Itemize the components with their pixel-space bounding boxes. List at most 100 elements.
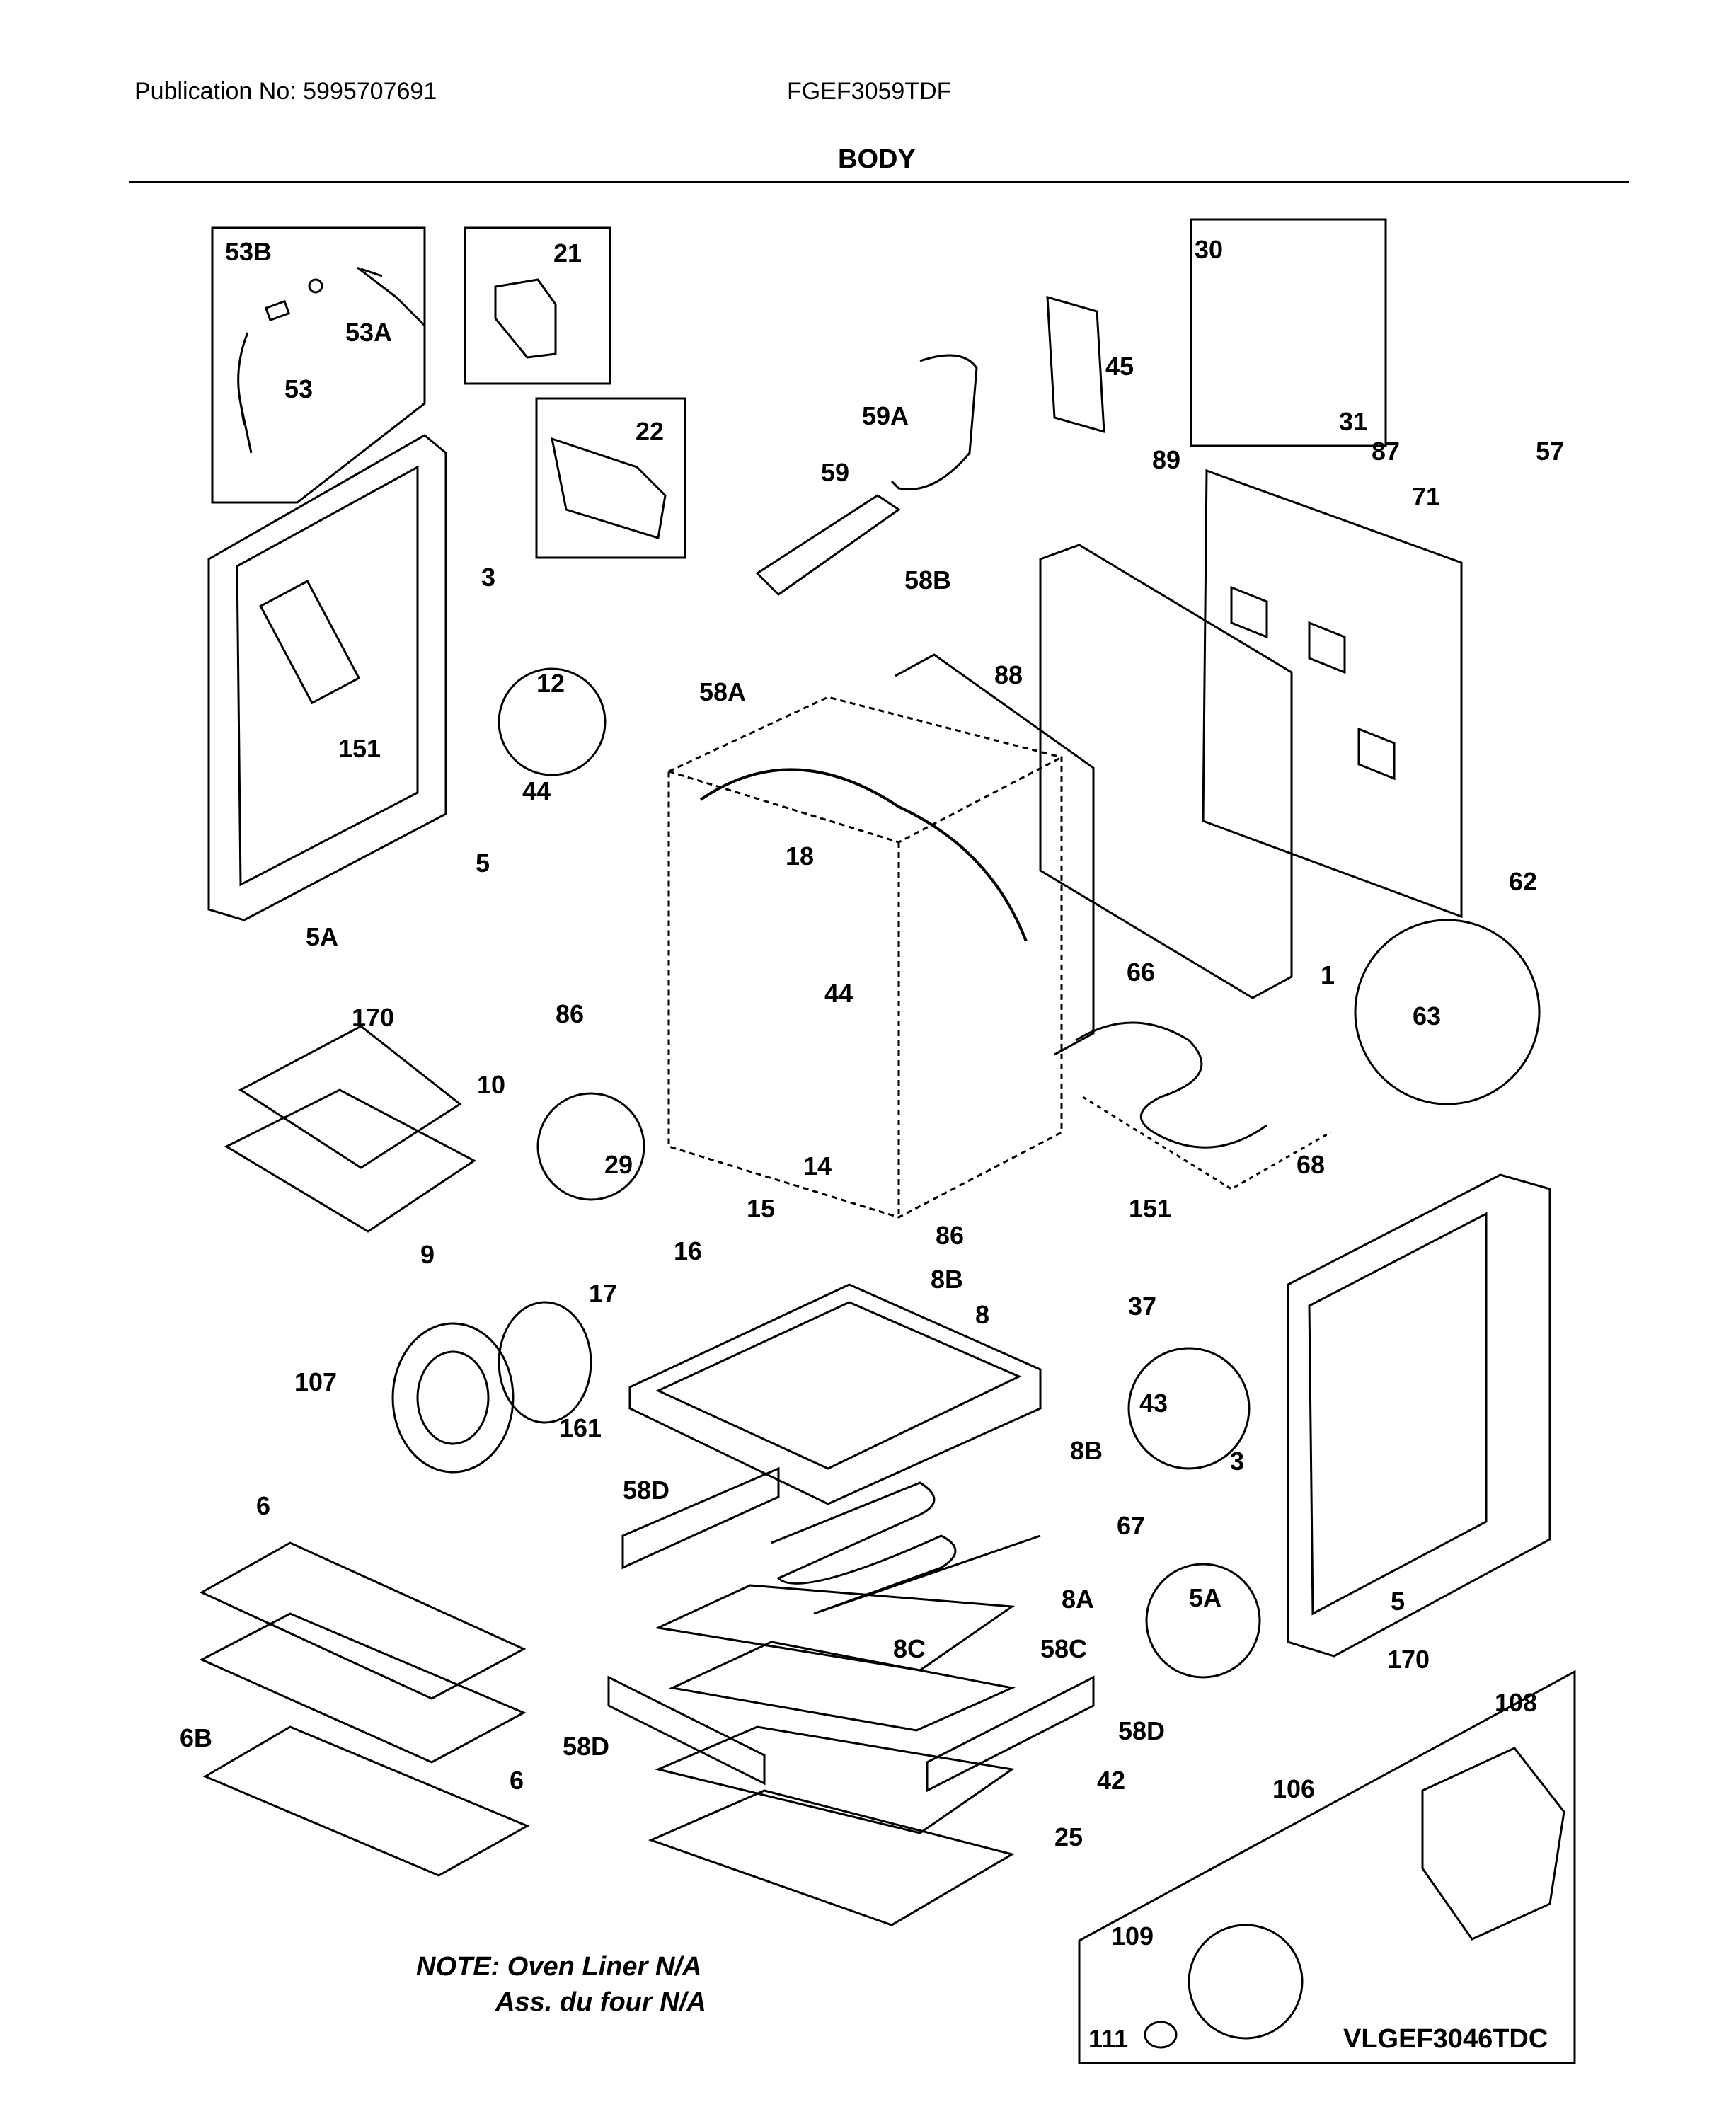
part-label-5A: 5A bbox=[1189, 1583, 1221, 1612]
part-label-86: 86 bbox=[936, 1221, 964, 1250]
part-label-89: 89 bbox=[1152, 445, 1180, 474]
part-label-42: 42 bbox=[1097, 1766, 1125, 1795]
part-label-16: 16 bbox=[674, 1236, 702, 1265]
broil-pan-grid bbox=[238, 1025, 462, 1169]
part-label-37: 37 bbox=[1128, 1292, 1156, 1321]
oven-rack-6B bbox=[202, 1725, 530, 1877]
part-label-53: 53 bbox=[284, 374, 313, 403]
bake-element bbox=[771, 1481, 1041, 1615]
part-label-58D: 58D bbox=[563, 1732, 609, 1761]
part-label-8B: 8B bbox=[931, 1265, 963, 1294]
part-label-170: 170 bbox=[1387, 1645, 1430, 1674]
part-label-44: 44 bbox=[824, 979, 853, 1008]
part-label-5: 5 bbox=[1391, 1587, 1405, 1616]
part-label-109: 109 bbox=[1111, 1921, 1154, 1951]
part-label-22: 22 bbox=[636, 417, 664, 446]
part-label-151: 151 bbox=[338, 734, 381, 763]
part-label-6: 6 bbox=[510, 1766, 524, 1795]
inset-box-53 bbox=[211, 226, 426, 504]
part-label-3: 3 bbox=[481, 563, 495, 592]
part-label-58C: 58C bbox=[1040, 1634, 1087, 1663]
fan-motor bbox=[1421, 1747, 1565, 1941]
part-label-43: 43 bbox=[1139, 1389, 1168, 1418]
oven-bottom bbox=[628, 1283, 1042, 1505]
inset-model-code: VLGEF3046TDC bbox=[1343, 2024, 1548, 2054]
bottom-panel-25 bbox=[648, 1789, 1015, 1926]
part-label-3: 3 bbox=[1230, 1447, 1244, 1476]
detail-circle-29 bbox=[536, 1092, 645, 1201]
part-label-53A: 53A bbox=[345, 318, 392, 347]
part-label-29: 29 bbox=[604, 1150, 633, 1179]
detail-circle-12 bbox=[498, 667, 607, 776]
part-label-8A: 8A bbox=[1062, 1585, 1094, 1614]
part-label-1: 1 bbox=[1321, 960, 1335, 989]
part-label-87: 87 bbox=[1372, 437, 1400, 466]
part-label-68: 68 bbox=[1297, 1150, 1325, 1179]
part-label-15: 15 bbox=[747, 1194, 775, 1223]
back-panel bbox=[1039, 544, 1293, 999]
fan-blade bbox=[1188, 1924, 1304, 2040]
part-label-58A: 58A bbox=[699, 677, 746, 706]
part-label-8: 8 bbox=[975, 1300, 989, 1329]
part-label-8B: 8B bbox=[1070, 1436, 1103, 1465]
part-label-21: 21 bbox=[553, 239, 582, 268]
model-number: FGEF3059TDF bbox=[787, 78, 952, 105]
insulation-58C bbox=[669, 1641, 1016, 1732]
part-label-67: 67 bbox=[1117, 1511, 1145, 1540]
part-label-111: 111 bbox=[1088, 2024, 1128, 2053]
oven-cavity bbox=[667, 696, 1063, 1219]
part-label-12: 12 bbox=[536, 669, 565, 698]
note-line-1: NOTE: Oven Liner N/A bbox=[416, 1952, 702, 1982]
part-label-57: 57 bbox=[1536, 437, 1564, 466]
inset-box-22 bbox=[535, 397, 686, 559]
part-label-71: 71 bbox=[1412, 482, 1440, 511]
broil-pan bbox=[224, 1088, 476, 1233]
part-label-66: 66 bbox=[1127, 958, 1155, 987]
part-label-59A: 59A bbox=[862, 401, 909, 430]
detail-circle-43 bbox=[1127, 1347, 1251, 1470]
part-label-107: 107 bbox=[294, 1367, 337, 1396]
part-label-58D: 58D bbox=[1118, 1716, 1165, 1745]
part-label-88: 88 bbox=[994, 660, 1023, 689]
header-divider bbox=[129, 181, 1629, 183]
part-label-53B: 53B bbox=[225, 237, 272, 266]
part-label-86: 86 bbox=[556, 999, 584, 1028]
fan-gasket bbox=[498, 1301, 592, 1424]
inset-box-30 bbox=[1190, 218, 1387, 447]
rear-cover bbox=[1202, 469, 1463, 919]
note-line-2: Ass. du four N/A bbox=[495, 1987, 706, 2017]
part-label-106: 106 bbox=[1272, 1774, 1315, 1803]
detail-circle-62 bbox=[1354, 919, 1541, 1105]
part-label-10: 10 bbox=[477, 1070, 505, 1099]
part-label-6: 6 bbox=[256, 1491, 270, 1520]
part-label-63: 63 bbox=[1413, 1001, 1441, 1030]
part-label-45: 45 bbox=[1105, 352, 1134, 381]
oven-rack-upper bbox=[199, 1541, 527, 1700]
part-label-8C: 8C bbox=[893, 1634, 926, 1663]
part-label-151: 151 bbox=[1129, 1194, 1171, 1223]
part-label-161: 161 bbox=[559, 1413, 602, 1442]
part-label-9: 9 bbox=[420, 1240, 435, 1269]
part-label-62: 62 bbox=[1509, 867, 1537, 896]
part-label-44: 44 bbox=[522, 776, 551, 805]
part-label-5: 5 bbox=[476, 849, 490, 878]
section-title: BODY bbox=[838, 144, 916, 174]
part-label-14: 14 bbox=[803, 1151, 832, 1180]
part-label-170: 170 bbox=[352, 1003, 394, 1032]
oven-rack-lower bbox=[199, 1612, 527, 1764]
part-label-18: 18 bbox=[786, 841, 814, 871]
part-label-30: 30 bbox=[1195, 235, 1223, 264]
part-label-31: 31 bbox=[1339, 407, 1367, 436]
fan-cover bbox=[391, 1322, 515, 1474]
left-side-panel bbox=[207, 434, 447, 921]
part-label-5A: 5A bbox=[306, 922, 338, 951]
inset-box-21 bbox=[464, 226, 611, 385]
publication-number: Publication No: 5995707691 bbox=[134, 78, 437, 105]
inset-box-108 bbox=[1078, 1670, 1576, 2064]
part-label-58D: 58D bbox=[623, 1476, 669, 1505]
detail-circle-5A bbox=[1145, 1563, 1261, 1679]
part-label-6B: 6B bbox=[180, 1723, 212, 1752]
part-label-58B: 58B bbox=[904, 565, 951, 594]
bottom-panel-42 bbox=[655, 1725, 1015, 1834]
